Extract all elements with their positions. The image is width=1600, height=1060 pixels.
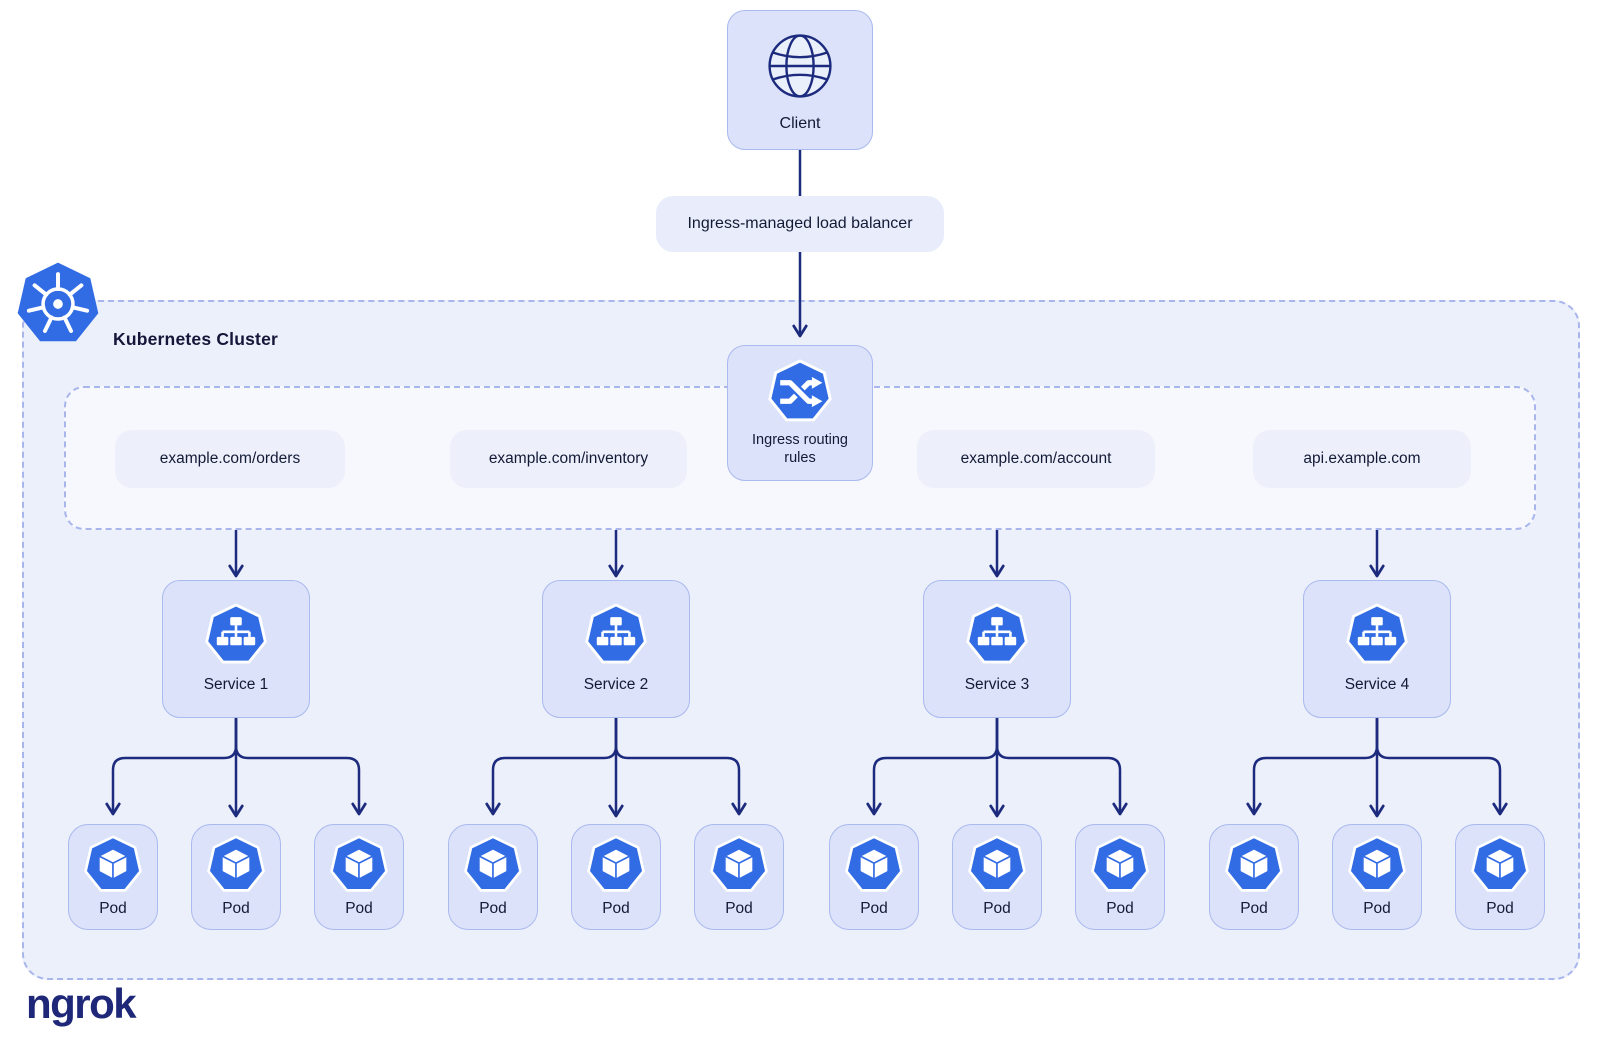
pod-node: Pod	[571, 824, 661, 930]
route-label: example.com/account	[960, 450, 1112, 467]
pod-node: Pod	[191, 824, 281, 930]
cluster-label: Kubernetes Cluster	[113, 329, 279, 349]
service-label: Service 4	[1344, 676, 1410, 694]
pod-label: Pod	[99, 900, 127, 918]
pod-node: Pod	[1455, 824, 1545, 930]
route-pill-orders: example.com/orders	[115, 430, 345, 488]
pod-label: Pod	[1363, 900, 1391, 918]
service-node-2: Service 2	[542, 580, 690, 718]
service-node-3: Service 3	[923, 580, 1071, 718]
pod-icon	[967, 835, 1027, 895]
pod-label: Pod	[222, 900, 250, 918]
pod-icon	[1347, 835, 1407, 895]
pod-label: Pod	[345, 900, 373, 918]
service-node-1: Service 1	[162, 580, 310, 718]
load-balancer-label: Ingress-managed load balancer	[687, 215, 913, 232]
ingress-node: Ingress routing rules	[727, 345, 873, 481]
pod-node: Pod	[68, 824, 158, 930]
service-icon	[1345, 603, 1409, 667]
client-label: Client	[779, 115, 821, 132]
route-label: api.example.com	[1303, 450, 1421, 467]
pod-node: Pod	[1332, 824, 1422, 930]
kubernetes-logo	[14, 260, 102, 348]
service-icon	[584, 603, 648, 667]
pod-label: Pod	[725, 900, 753, 918]
load-balancer-pill: Ingress-managed load balancer	[656, 196, 944, 252]
service-label: Service 1	[203, 676, 269, 694]
pod-label: Pod	[1486, 900, 1514, 918]
pod-node: Pod	[1209, 824, 1299, 930]
pod-icon	[1090, 835, 1150, 895]
pod-label: Pod	[983, 900, 1011, 918]
service-icon	[965, 603, 1029, 667]
pod-label: Pod	[602, 900, 630, 918]
pod-node: Pod	[1075, 824, 1165, 930]
pod-node: Pod	[952, 824, 1042, 930]
pod-icon	[1224, 835, 1284, 895]
service-icon	[204, 603, 268, 667]
ingress-label: Ingress routing rules	[752, 431, 848, 466]
pod-node: Pod	[694, 824, 784, 930]
pod-node: Pod	[829, 824, 919, 930]
ngrok-logo: ngrok	[26, 980, 137, 1027]
ingress-routing-icon	[767, 359, 833, 425]
pod-icon	[463, 835, 523, 895]
pod-icon	[586, 835, 646, 895]
pod-label: Pod	[1106, 900, 1134, 918]
service-label: Service 2	[583, 676, 649, 694]
route-pill-account: example.com/account	[917, 430, 1155, 488]
route-pill-inventory: example.com/inventory	[450, 430, 687, 488]
globe-icon	[760, 26, 840, 106]
pod-node: Pod	[314, 824, 404, 930]
route-label: example.com/inventory	[488, 450, 649, 467]
client-node: Client	[727, 10, 873, 150]
pod-icon	[709, 835, 769, 895]
pod-node: Pod	[448, 824, 538, 930]
pod-label: Pod	[479, 900, 507, 918]
route-pill-api: api.example.com	[1253, 430, 1471, 488]
pod-icon	[329, 835, 389, 895]
pod-icon	[1470, 835, 1530, 895]
pod-icon	[83, 835, 143, 895]
pod-label: Pod	[860, 900, 888, 918]
pod-icon	[206, 835, 266, 895]
service-node-4: Service 4	[1303, 580, 1451, 718]
pod-label: Pod	[1240, 900, 1268, 918]
service-label: Service 3	[964, 676, 1030, 694]
pod-icon	[844, 835, 904, 895]
route-label: example.com/orders	[159, 450, 301, 467]
